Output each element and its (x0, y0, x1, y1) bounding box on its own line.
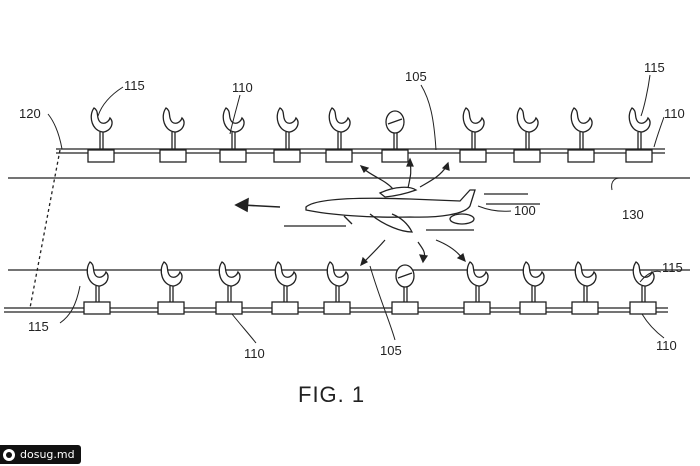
bottom-deterrent-unit (323, 261, 351, 315)
label-130: 130 (622, 207, 644, 222)
label-120: 120 (19, 106, 41, 121)
bottom-deterrent-unit (157, 261, 185, 315)
leader-lines (47, 74, 665, 344)
top-deterrent-unit (513, 107, 541, 163)
label-110-bottom-mid: 110 (244, 346, 265, 361)
watermark-text: dosug.md (20, 448, 75, 461)
bottom-deterrent-unit (83, 261, 111, 315)
top-deterrent-unit (273, 107, 301, 163)
bottom-deterrent-unit (463, 261, 491, 315)
bottom-deterrent-unit (571, 261, 599, 315)
airplane-icon (284, 186, 540, 233)
dashed-connector (29, 149, 61, 309)
label-110-top-right: 110 (664, 106, 685, 121)
label-110-top-left: 110 (232, 80, 253, 95)
top-deterrent-unit (625, 107, 653, 163)
label-115-top-right: 115 (644, 60, 665, 75)
direction-arrow-icon (234, 197, 281, 213)
watermark-logo-icon (3, 448, 15, 461)
bottom-deterrent-unit (629, 261, 657, 315)
bottom-deterrent-row (83, 261, 657, 315)
top-deterrent-unit (87, 107, 115, 163)
figure-caption: FIG. 1 (298, 382, 365, 407)
bottom-deterrent-unit (391, 264, 419, 315)
top-deterrent-unit (459, 107, 487, 163)
top-deterrent-unit (381, 110, 409, 163)
emission-arrows-bottom (360, 239, 466, 267)
bottom-deterrent-unit (215, 261, 243, 315)
top-deterrent-unit (219, 107, 247, 163)
label-105-bottom: 105 (380, 343, 402, 358)
emission-arrows-top (359, 157, 450, 190)
label-100: 100 (514, 203, 536, 218)
top-deterrent-row (87, 107, 653, 163)
bottom-deterrent-unit (271, 261, 299, 315)
watermark: dosug.md (0, 445, 81, 464)
label-115-top-left: 115 (124, 78, 145, 93)
label-115-bottom-left: 115 (28, 319, 49, 334)
bottom-deterrent-unit (519, 261, 547, 315)
label-110-bottom-right: 110 (656, 338, 677, 353)
top-deterrent-unit (159, 107, 187, 163)
label-105-top: 105 (405, 69, 427, 84)
top-deterrent-unit (325, 107, 353, 163)
label-115-bottom-right: 115 (662, 260, 683, 275)
top-deterrent-unit (567, 107, 595, 163)
